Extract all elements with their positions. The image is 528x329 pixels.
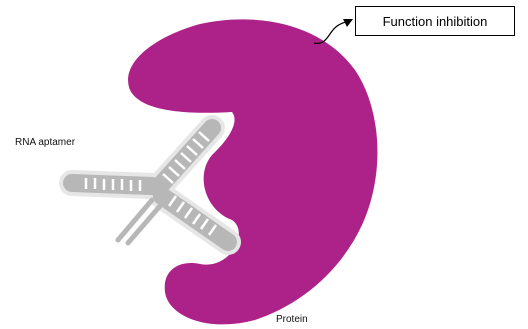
function-inhibition-label: Function inhibition (383, 14, 488, 29)
protein-label: Protein (276, 314, 308, 325)
function-inhibition-box: Function inhibition (355, 6, 515, 36)
rna-aptamer-label: RNA aptamer (15, 137, 75, 148)
